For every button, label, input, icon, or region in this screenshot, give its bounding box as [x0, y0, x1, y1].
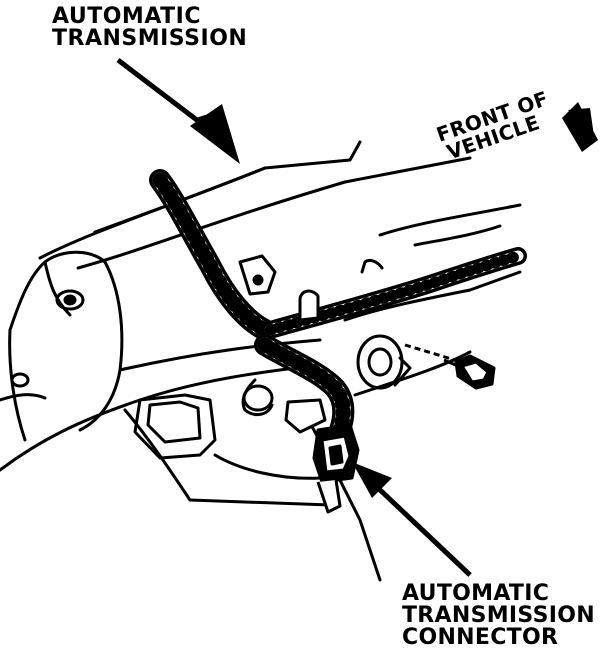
front-of-vehicle-arrow — [562, 102, 598, 152]
wiring-harness — [149, 169, 527, 441]
harness-clips — [238, 254, 461, 434]
transmission-housing — [0, 140, 522, 582]
connector-pointer-arrow — [352, 462, 472, 577]
transmission-label-line-2: TRANSMISSION — [52, 26, 248, 51]
connector-label-line-2: TRANSMISSION — [402, 603, 595, 628]
transmission-label-line-1: AUTOMATIC — [52, 4, 201, 29]
connector-label-line-1: AUTOMATIC — [402, 581, 550, 606]
transmission-connector-body — [312, 423, 360, 514]
transmission-label: AUTOMATIC TRANSMISSION — [52, 6, 247, 50]
mounting-bosses — [10, 289, 404, 412]
transmission-pointer-arrow — [116, 58, 240, 164]
connector-label-line-3: CONNECTOR — [402, 625, 559, 650]
connector-label: AUTOMATIC TRANSMISSION CONNECTOR — [402, 583, 595, 649]
retaining-bolt — [443, 354, 496, 390]
